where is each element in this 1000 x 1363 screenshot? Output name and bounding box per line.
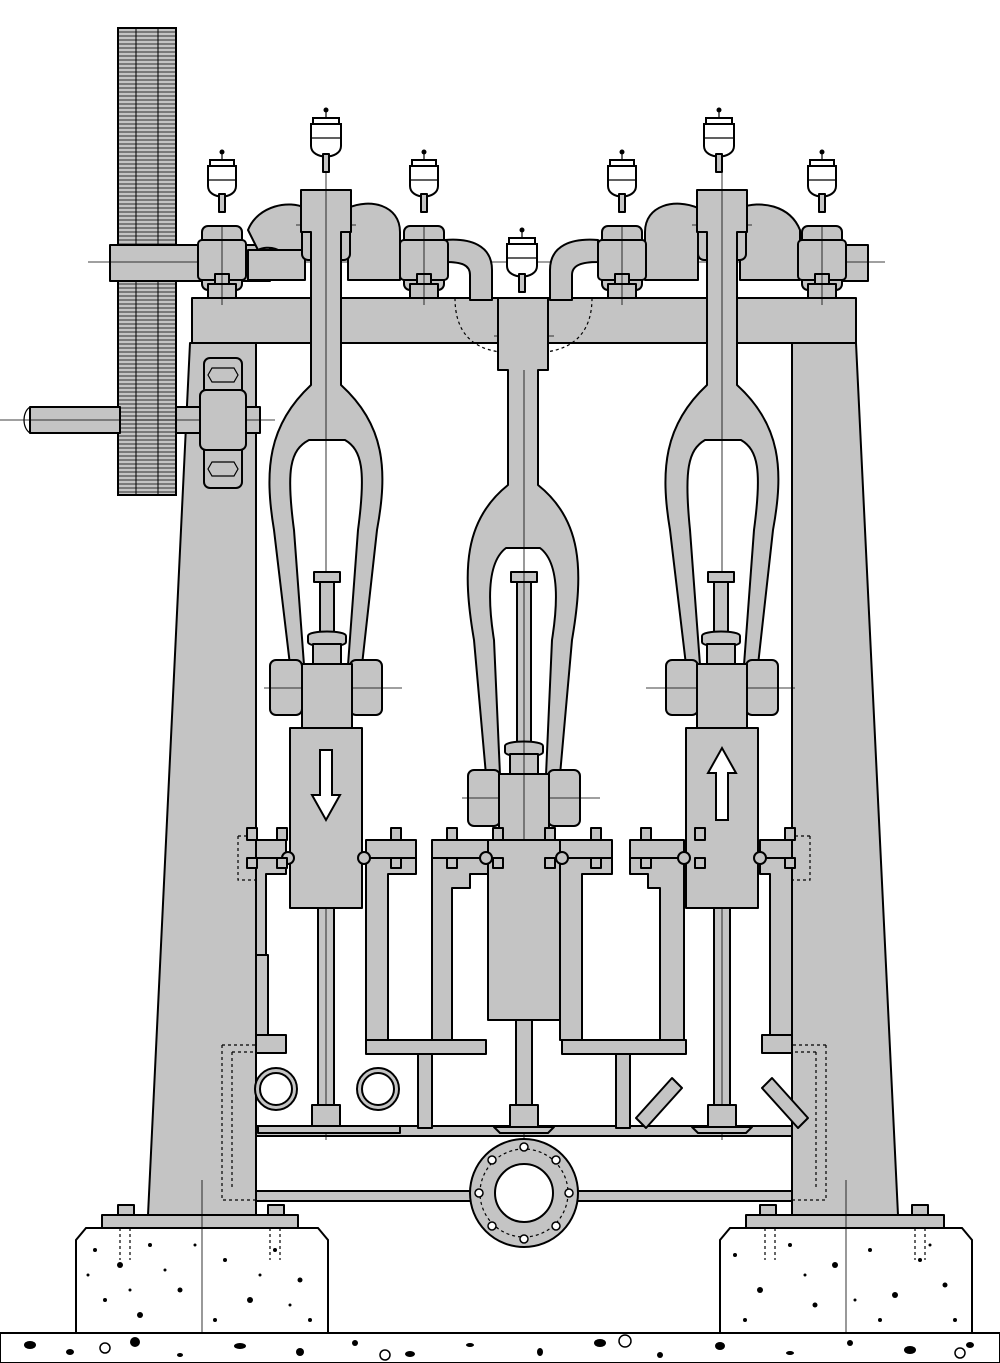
oil-lubricator-icon xyxy=(807,149,837,213)
frame xyxy=(101,297,945,1229)
foundation-left xyxy=(75,1180,329,1334)
valves xyxy=(254,1067,809,1134)
flange-bolt xyxy=(784,827,796,869)
oil-lubricator-icon xyxy=(207,149,237,213)
oil-lubricator-icon xyxy=(310,107,342,173)
flange-bolt xyxy=(276,827,288,869)
oil-lubricator-icon xyxy=(703,107,735,173)
flange-bolt xyxy=(640,827,652,869)
bearing-3 xyxy=(597,225,647,305)
flange-bolt xyxy=(446,827,458,869)
ground xyxy=(0,1332,1000,1363)
flange-bolt xyxy=(544,827,556,869)
stroke-arrow-up-icon xyxy=(706,745,738,821)
bearing-4 xyxy=(797,225,847,305)
pump-housings xyxy=(237,727,811,1140)
foundation-right xyxy=(719,1180,973,1334)
guide-right xyxy=(696,571,748,729)
flange-bolt xyxy=(246,827,258,869)
bearing-1 xyxy=(197,225,247,305)
oil-lubricator-icon xyxy=(409,149,439,213)
oil-lubricator-icon xyxy=(506,227,538,293)
conrod-left xyxy=(264,160,402,825)
stroke-arrow-down-icon xyxy=(310,749,342,823)
guide-left xyxy=(301,571,353,729)
discharge-flange xyxy=(469,1138,579,1248)
conrod-right xyxy=(646,160,795,915)
flange-bolt xyxy=(590,827,602,869)
flange-bolt xyxy=(492,827,504,869)
bearing-2 xyxy=(399,225,449,305)
drive-shaft xyxy=(0,357,275,489)
guide-centre xyxy=(498,370,550,1150)
flange-bolt xyxy=(390,827,402,869)
conrod-centre xyxy=(462,297,600,827)
flange-bolt xyxy=(694,827,706,869)
oil-lubricator-icon xyxy=(607,149,637,213)
